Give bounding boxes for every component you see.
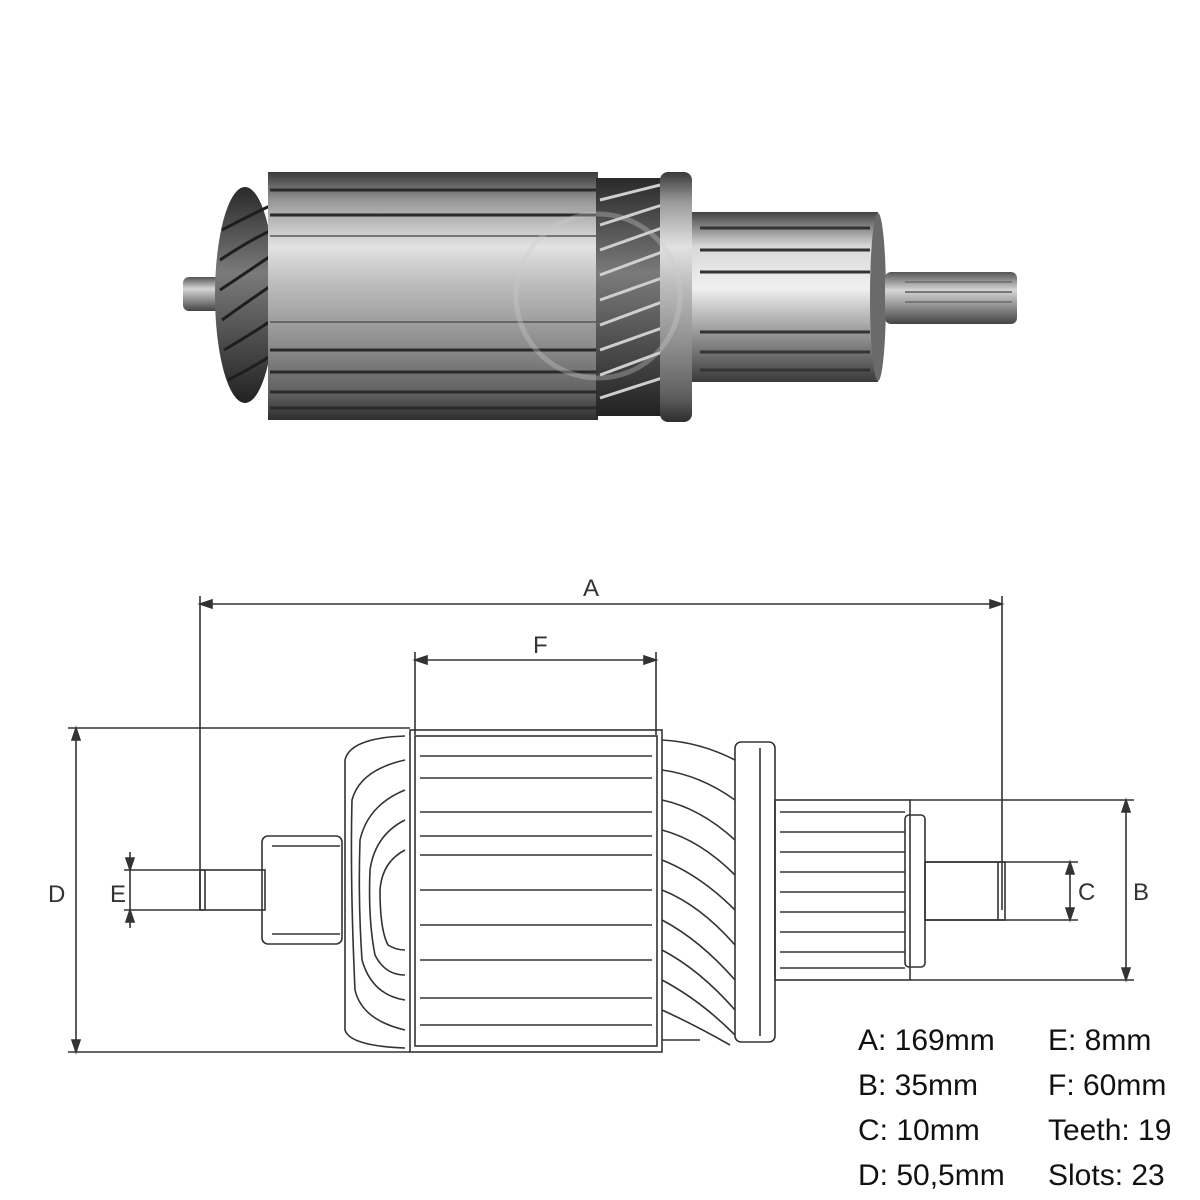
spec-a: A: 169mm — [858, 1024, 995, 1057]
label-d: D — [48, 881, 65, 908]
dimension-drawing: A F D E C B — [48, 575, 1149, 1055]
spec-f: F: 60mm — [1048, 1069, 1167, 1102]
label-f: F — [533, 632, 548, 659]
slot-lines — [270, 188, 596, 410]
dimension-b-line — [910, 797, 1134, 983]
label-a: A — [583, 575, 599, 602]
spec-d: D: 50,5mm — [858, 1159, 1005, 1192]
armature-photo — [183, 172, 1017, 422]
drawing-commutator — [774, 799, 926, 981]
commutator-bars — [700, 226, 870, 372]
watermark-logo — [513, 211, 683, 381]
left-windings — [215, 187, 275, 403]
dimension-d-line — [68, 725, 410, 1055]
spec-teeth: Teeth: 19 — [1048, 1114, 1172, 1147]
dimension-f-line — [412, 652, 659, 735]
spline-lines — [905, 281, 1012, 313]
drawing-right-shaft — [924, 861, 1006, 921]
label-c: C — [1078, 879, 1095, 906]
spec-c: C: 10mm — [858, 1114, 980, 1147]
drawing-left-shaft — [199, 835, 343, 945]
commutator — [692, 212, 878, 382]
commutator-end — [870, 213, 886, 381]
dimension-e-line — [124, 852, 205, 928]
dimension-a-line — [197, 596, 1005, 910]
riser-ring — [660, 172, 692, 422]
label-b: B — [1133, 879, 1149, 906]
drawing-left-windings — [344, 735, 406, 1049]
drawing-lamination-stack — [409, 729, 663, 1053]
drawing-riser-ring — [734, 741, 776, 1043]
drawing-right-windings — [661, 739, 736, 1046]
right-shaft — [885, 272, 1017, 324]
lamination-stack — [268, 172, 598, 420]
left-shaft — [183, 277, 223, 311]
right-winding-lines — [599, 183, 663, 400]
spec-e: E: 8mm — [1048, 1024, 1152, 1057]
spec-b: B: 35mm — [858, 1069, 979, 1102]
label-e: E — [110, 881, 126, 908]
spec-list: A: 169mm E: 8mm B: 35mm F: 60mm C: 10mm … — [858, 1022, 1198, 1194]
slot-lines-faint — [270, 235, 596, 323]
spec-slots: Slots: 23 — [1048, 1159, 1165, 1192]
